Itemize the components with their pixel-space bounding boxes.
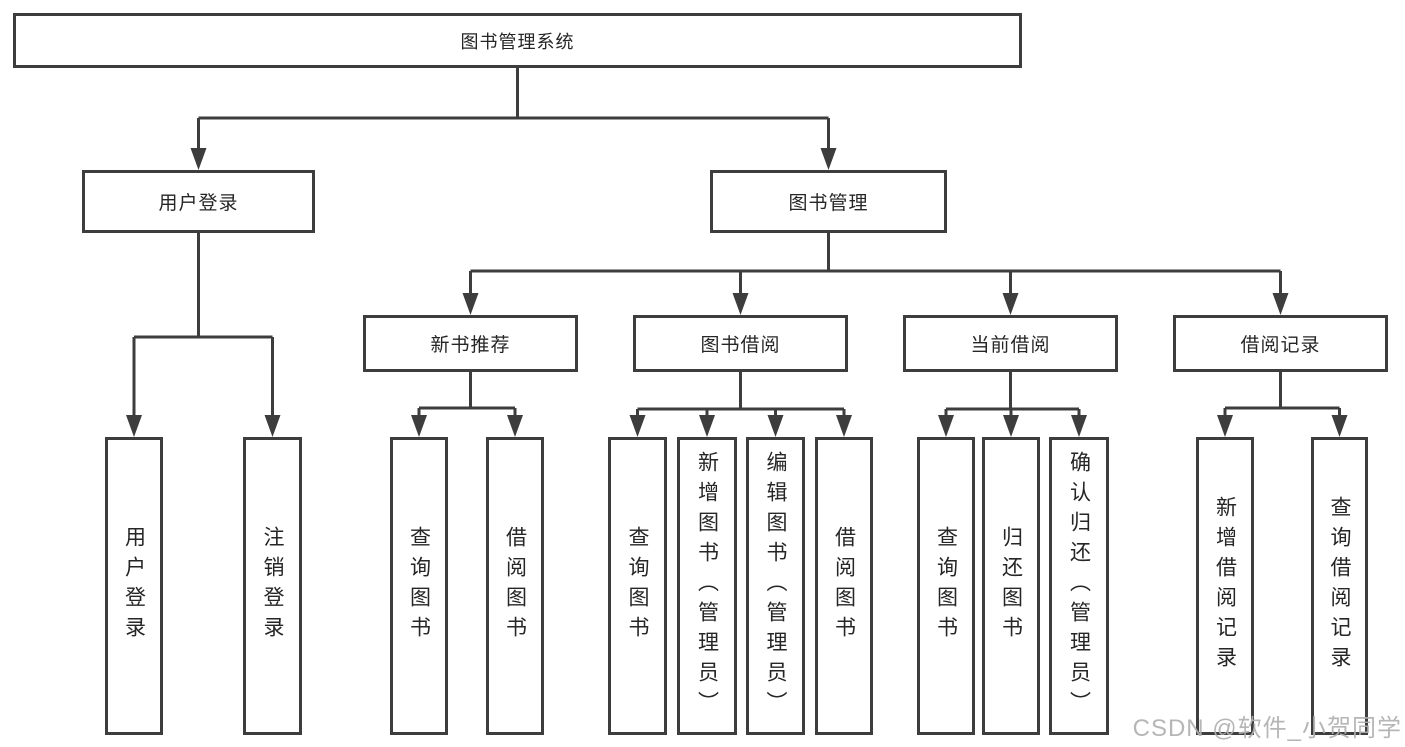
leaf-add-books-admin: 新增图书（管理员） bbox=[677, 437, 737, 735]
leaf-edit-books-admin: 编辑图书（管理员） bbox=[746, 437, 805, 735]
arrowhead bbox=[126, 415, 142, 437]
leaf-logout: 注销登录 bbox=[243, 437, 302, 735]
leaf-add-borrow-record: 新增借阅记录 bbox=[1196, 437, 1254, 735]
node-current-borrowing: 当前借阅 bbox=[903, 315, 1118, 372]
arrowhead bbox=[1272, 293, 1289, 315]
arrowhead bbox=[836, 415, 852, 437]
arrowhead bbox=[507, 415, 523, 437]
node-book-management: 图书管理 bbox=[710, 170, 947, 233]
node-new-book-recommendation: 新书推荐 bbox=[363, 315, 578, 372]
arrowhead bbox=[1071, 415, 1087, 437]
arrowhead bbox=[820, 148, 837, 170]
leaf-query-books-newbook: 查询图书 bbox=[390, 437, 448, 735]
leaf-confirm-return-admin: 确认归还（管理员） bbox=[1049, 437, 1109, 735]
leaf-query-borrow-record: 查询借阅记录 bbox=[1311, 437, 1368, 735]
arrowhead bbox=[1331, 415, 1348, 437]
arrowhead bbox=[699, 415, 715, 437]
node-user-login: 用户登录 bbox=[82, 170, 315, 233]
leaf-query-books-borrowing: 查询图书 bbox=[608, 437, 667, 735]
arrowhead bbox=[938, 415, 954, 437]
node-library-management-system: 图书管理系统 bbox=[13, 13, 1022, 68]
arrowhead bbox=[1002, 293, 1019, 315]
leaf-borrow-books-newbook: 借阅图书 bbox=[486, 437, 544, 735]
arrowhead bbox=[629, 415, 646, 437]
leaf-borrow-books-borrowing: 借阅图书 bbox=[815, 437, 873, 735]
arrowhead bbox=[462, 293, 479, 315]
arrowhead bbox=[767, 415, 784, 437]
csdn-watermark: CSDN @软件_小贺同学 bbox=[1132, 715, 1402, 742]
leaf-user-login: 用户登录 bbox=[105, 437, 163, 735]
arrowhead bbox=[411, 415, 427, 437]
arrowhead bbox=[1217, 415, 1233, 437]
leaf-query-books-current: 查询图书 bbox=[917, 437, 975, 735]
leaf-return-books: 归还图书 bbox=[982, 437, 1040, 735]
arrowhead bbox=[732, 293, 749, 315]
arrowhead bbox=[1003, 415, 1019, 437]
arrowhead bbox=[264, 415, 281, 437]
arrowhead bbox=[190, 148, 207, 170]
node-borrowing-records: 借阅记录 bbox=[1173, 315, 1388, 372]
node-book-borrowing: 图书借阅 bbox=[633, 315, 848, 372]
